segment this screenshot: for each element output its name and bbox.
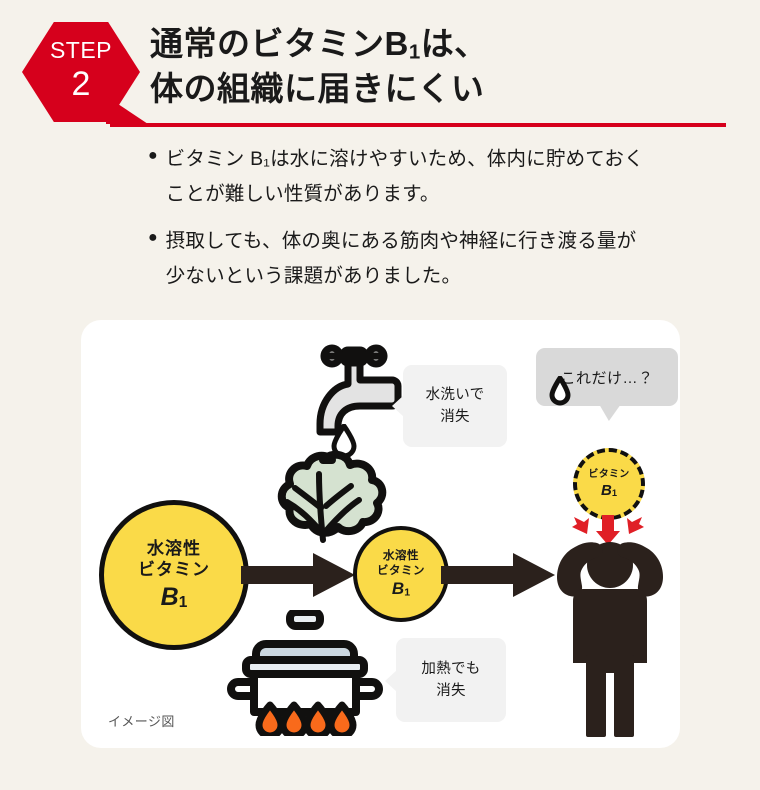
step-badge: STEP 2 xyxy=(22,22,148,124)
circle-small-line1: 水溶性 xyxy=(383,549,419,562)
dashed-circle-b: B xyxy=(600,481,612,499)
circle-large-sub: 1 xyxy=(178,593,188,611)
callout-wash-line2: 消失 xyxy=(440,409,470,425)
faucet-icon xyxy=(316,344,402,436)
bullet-text: ビタミン B₁は水に溶けやすいため、体内に貯めておく ことが難しい性質があります… xyxy=(165,148,644,205)
callout-heat-line1: 加熱でも xyxy=(421,660,481,677)
title-line-1-subscript: 1 xyxy=(408,40,421,64)
speech-bubble-tail xyxy=(599,404,621,421)
bullet-text: 摂取しても、体の奥にある筋肉や神経に行き渡る量が 少ないという課題がありました。 xyxy=(165,230,637,288)
speech-bubble-text: これだけ…？ xyxy=(560,369,654,387)
title-underline xyxy=(110,123,726,127)
circle-large-line3: B1 xyxy=(161,582,188,612)
vitamin-b1-dashed-circle: ビタミン B1 xyxy=(573,448,645,520)
callout-heat-tail xyxy=(385,670,397,692)
list-item: ● ビタミン B₁は水に溶けやすいため、体内に貯めておく ことが難しい性質があり… xyxy=(148,142,748,211)
dashed-circle-line2: B1 xyxy=(601,482,617,499)
image-caption: イメージ図 xyxy=(108,714,175,729)
header: STEP 2 通常のビタミンB1は、 体の組織に届きにくい xyxy=(0,0,760,132)
flow-arrow-1-icon xyxy=(241,553,355,597)
title-line-2: 体の組織に届きにくい xyxy=(150,69,485,107)
lettuce-icon xyxy=(277,450,387,543)
dashed-circle-sub: 1 xyxy=(611,487,617,498)
bullet-marker: ● xyxy=(148,229,158,247)
red-down-arrows-icon xyxy=(572,515,644,545)
person-icon xyxy=(557,542,663,737)
title-line-1: 通常のビタミンB1は、 xyxy=(150,22,730,67)
cooking-pot-icon xyxy=(227,610,383,736)
callout-wash: 水洗いで 消失 xyxy=(392,365,507,447)
circle-small-b: B xyxy=(391,578,405,598)
title-line-1-a: 通常のビタミンB xyxy=(150,25,409,62)
small-droplet-icon xyxy=(549,376,571,406)
callout-heat: 加熱でも 消失 xyxy=(385,638,506,722)
callout-heat-line2: 消失 xyxy=(436,683,466,699)
step-number: 2 xyxy=(71,65,91,103)
flow-arrow-2-icon xyxy=(441,553,555,597)
circle-small-line3: B1 xyxy=(392,579,410,599)
bullet-marker: ● xyxy=(148,147,158,164)
diagram-card: 水溶性 ビタミン B1 水溶性 ビタミン B1 xyxy=(81,320,680,748)
title-line-1-b: は、 xyxy=(420,25,488,62)
bullet-list: ● ビタミン B₁は水に溶けやすいため、体内に貯めておく ことが難しい性質があり… xyxy=(148,142,748,307)
water-soluble-vitamin-circle-small: 水溶性 ビタミン B1 xyxy=(353,526,449,622)
dashed-circle-line1: ビタミン xyxy=(588,469,630,481)
list-item: ● 摂取しても、体の奥にある筋肉や神経に行き渡る量が 少ないという課題がありまし… xyxy=(148,224,748,293)
circle-small-line2: ビタミン xyxy=(377,564,425,577)
circle-large-b: B xyxy=(160,583,179,612)
circle-large-line2: ビタミン xyxy=(138,560,210,580)
circle-small-sub: 1 xyxy=(404,585,411,598)
circle-large-line1: 水溶性 xyxy=(147,538,201,558)
page-title: 通常のビタミンB1は、 体の組織に届きにくい xyxy=(150,22,730,110)
callout-wash-line1: 水洗いで xyxy=(425,386,485,403)
step-label: STEP xyxy=(49,37,113,63)
